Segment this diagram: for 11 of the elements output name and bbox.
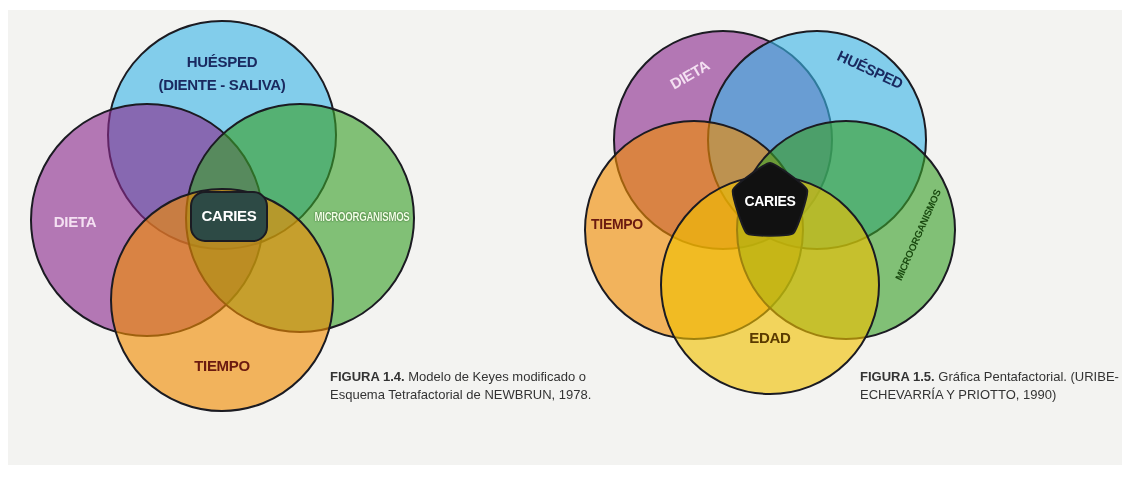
- circle-label: CARIES: [744, 194, 796, 210]
- circle-label: TIEMPO: [591, 217, 643, 233]
- figure-caption: FIGURA 1.5. Gráfica Pentafactorial. (URIBE-ECHEVARRÍA Y PRIOTTO, 1990): [860, 368, 1120, 405]
- circle-label: EDAD: [749, 329, 791, 347]
- circle-label: (DIENTE - SALIVA): [158, 76, 286, 94]
- figure-caption: FIGURA 1.4. Modelo de Keyes modificado o Esquema Tetrafactorial de NEWBRUN, 1978.: [330, 368, 593, 405]
- circle-label: CARIES: [201, 207, 257, 225]
- circle-label: HUÉSPED: [186, 53, 258, 71]
- circle-label: DIETA: [53, 213, 97, 231]
- circle-label: MICROORGANISMOS: [314, 211, 410, 225]
- circle-label: TIEMPO: [194, 357, 250, 375]
